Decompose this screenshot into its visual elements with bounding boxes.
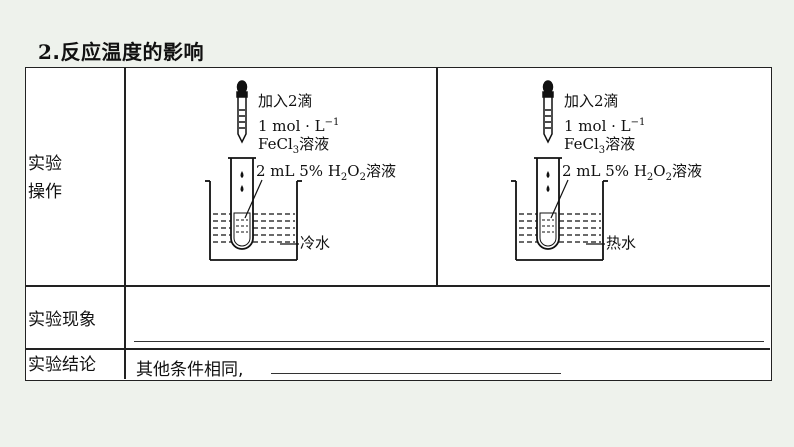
dropper-icon <box>236 80 248 144</box>
dropper-label-2: 1 mol · L−1 <box>564 117 646 135</box>
dropper-label-1: 加入2滴 <box>564 92 619 110</box>
row-divider-2 <box>26 348 770 350</box>
section-number: 2 <box>38 40 53 64</box>
row-label-phenomenon: 实验现象 <box>28 310 96 330</box>
experiment-figure-hot: 加入2滴 1 mol · L−1 FeCl3溶液 2 mL 5% H2O2溶液 … <box>502 68 794 286</box>
bath-label: 热水 <box>606 234 637 252</box>
row-label-operation: 实验 操作 <box>28 150 62 206</box>
dropper-icon <box>542 80 554 144</box>
tube-label: 2 mL 5% H2O2溶液 <box>562 162 702 183</box>
experiment-figure-cold: 加入2滴 1 mol · L−1 FeCl3溶液 2 mL 5% H2O2溶液 … <box>196 68 496 286</box>
test-tube-icon <box>534 157 562 250</box>
experiment-table: 实验 操作 实验现象 实验结论 其他条件相同, <box>25 67 772 381</box>
apparatus-drawing-cold <box>205 80 302 261</box>
water-bath-lines <box>519 213 601 243</box>
tube-label: 2 mL 5% H2O2溶液 <box>256 162 396 183</box>
dropper-label-3: FeCl3溶液 <box>564 135 636 156</box>
tube-label-leader <box>550 179 569 219</box>
row-label-operation-line2: 操作 <box>28 182 62 202</box>
dropper-label-2: 1 mol · L−1 <box>258 117 340 135</box>
row-label-operation-line1: 实验 <box>28 154 62 174</box>
row-divider-1 <box>26 285 770 287</box>
drops-icon <box>546 171 550 192</box>
apparatus-drawing-hot <box>511 80 608 261</box>
bath-label: 冷水 <box>300 234 331 252</box>
beaker-icon <box>205 180 302 261</box>
label-column-divider <box>124 68 126 379</box>
beaker-icon <box>511 180 608 261</box>
dropper-label-1: 加入2滴 <box>258 92 313 110</box>
section-heading: 2.反应温度的影响 <box>38 36 204 65</box>
figure-divider <box>436 68 438 286</box>
row-label-conclusion: 实验结论 <box>28 355 96 375</box>
drops-icon <box>240 171 244 192</box>
conclusion-answer-line <box>271 373 561 374</box>
test-tube-icon <box>228 157 256 250</box>
tube-label-leader <box>244 179 263 219</box>
dropper-label-3: FeCl3溶液 <box>258 135 330 156</box>
conclusion-text: 其他条件相同, <box>136 360 244 380</box>
water-bath-lines <box>213 213 295 243</box>
phenomenon-answer-line <box>134 341 764 342</box>
section-title: .反应温度的影响 <box>52 40 205 64</box>
